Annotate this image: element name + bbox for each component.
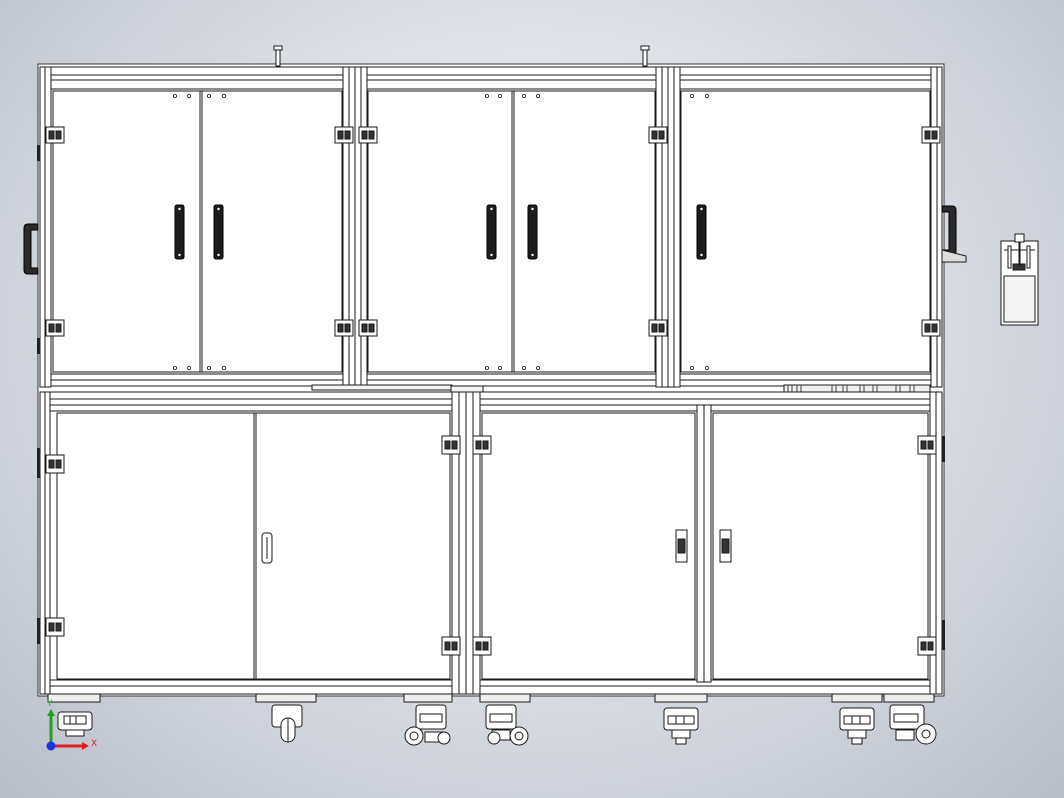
handle-1b[interactable] [213,204,224,260]
upper-bay-1-doors[interactable] [52,90,343,373]
axis-y-label: Y [47,699,53,709]
upper-door-3[interactable] [680,90,931,373]
lower-left-doors[interactable] [56,412,451,680]
side-sensor-unit [1000,233,1039,326]
lower-door-latches[interactable] [261,529,732,564]
door-screws [172,94,710,370]
side-edge-marks [37,145,945,650]
lower-hinges [45,435,937,656]
caster-3 [403,693,453,746]
foot-1 [47,693,101,737]
right-bracket [941,249,967,263]
axis-triad [46,709,89,751]
caster-2 [255,693,317,743]
upper-door-handles[interactable] [174,204,707,260]
handle-2a[interactable] [486,204,497,260]
upper-bay-3-door[interactable] [680,90,931,373]
lower-right-doors[interactable] [481,412,929,680]
foot-5 [654,693,708,745]
top-pin-left [273,45,283,67]
lower-door-2[interactable] [253,412,451,680]
upper-frame [39,66,943,388]
foot-6 [831,693,883,745]
handle-3[interactable] [696,204,707,260]
upper-bay-2-doors[interactable] [367,90,656,373]
upper-door-1b[interactable] [199,90,343,373]
left-carry-handle [23,223,39,275]
z-axis-dot [46,741,56,751]
caster-4 [479,693,531,746]
lower-door-1[interactable] [56,412,255,680]
caster-7 [883,693,937,745]
lower-frame [39,385,943,695]
top-pin-right [640,45,650,67]
lower-door-3[interactable] [481,412,696,680]
lower-door-4[interactable] [712,412,929,680]
handle-2b[interactable] [527,204,538,260]
handle-1a[interactable] [174,204,185,260]
upper-hinges [45,126,941,337]
axis-x-label: X [91,739,98,749]
leveling-feet-and-casters [47,693,937,746]
